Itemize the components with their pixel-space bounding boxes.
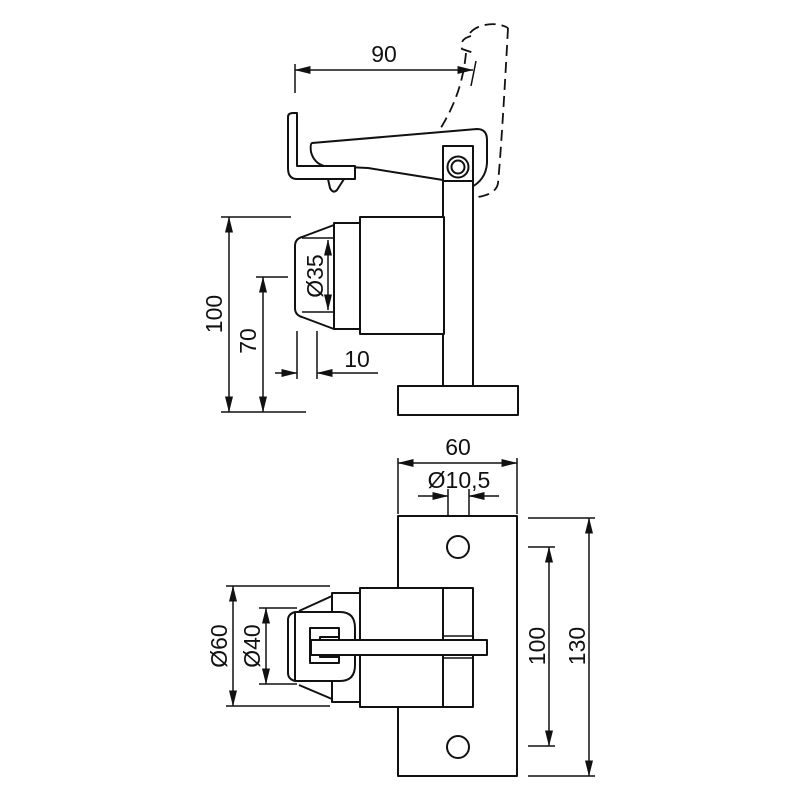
dim-10: 10 [275, 346, 378, 377]
door-profile-zig-dashed [460, 35, 475, 54]
front-view: 60 Ø10,5 Ø60 Ø40 100 [206, 434, 595, 777]
pivot-pin-inner [450, 159, 466, 175]
dim-dia105: Ø10,5 [418, 467, 499, 515]
door-top-arc-dashed [469, 23, 509, 34]
door-left-edge-dashed [431, 52, 467, 142]
dim-130: 130 [528, 517, 595, 777]
dim-130-label: 130 [564, 627, 590, 665]
release-bar [310, 639, 488, 656]
floor-base-plate [397, 385, 519, 416]
strike-bracket-tooth [327, 178, 345, 193]
side-view: 90 100 70 Ø35 10 [201, 23, 519, 416]
dim-100-front-label: 100 [524, 627, 550, 665]
dim-100-side: 100 [201, 216, 306, 413]
flange-cone-line-top [298, 595, 333, 612]
dim-dia40: Ø40 [239, 607, 297, 685]
dim-70: 70 [235, 276, 288, 413]
dim-70-label: 70 [235, 328, 261, 354]
dim-dia35-label: Ø35 [302, 254, 328, 297]
dim-90: 90 [294, 41, 477, 93]
screw-hole-top [446, 535, 470, 559]
flange-cone-line-bottom [298, 684, 333, 700]
dim-10-label: 10 [344, 346, 370, 372]
screw-hole-bottom [446, 735, 470, 759]
dim-100-label: 100 [201, 295, 227, 333]
dim-dia60-label: Ø60 [206, 624, 232, 667]
dim-100-front: 100 [524, 546, 555, 747]
buffer-cylinder [359, 216, 445, 335]
dim-dia105-label: Ø10,5 [428, 467, 491, 493]
dim-60-label: 60 [445, 434, 471, 460]
dim-dia40-label: Ø40 [239, 624, 265, 667]
dim-90-ext-right [470, 60, 477, 87]
dim-dia35: Ø35 [302, 237, 334, 313]
dim-60: 60 [397, 434, 518, 514]
dim-dia60: Ø60 [206, 585, 330, 707]
buffer-flange [333, 222, 361, 330]
support-post [442, 180, 474, 387]
dim-90-label: 90 [371, 41, 397, 67]
door-right-edge-dashed [469, 27, 509, 198]
